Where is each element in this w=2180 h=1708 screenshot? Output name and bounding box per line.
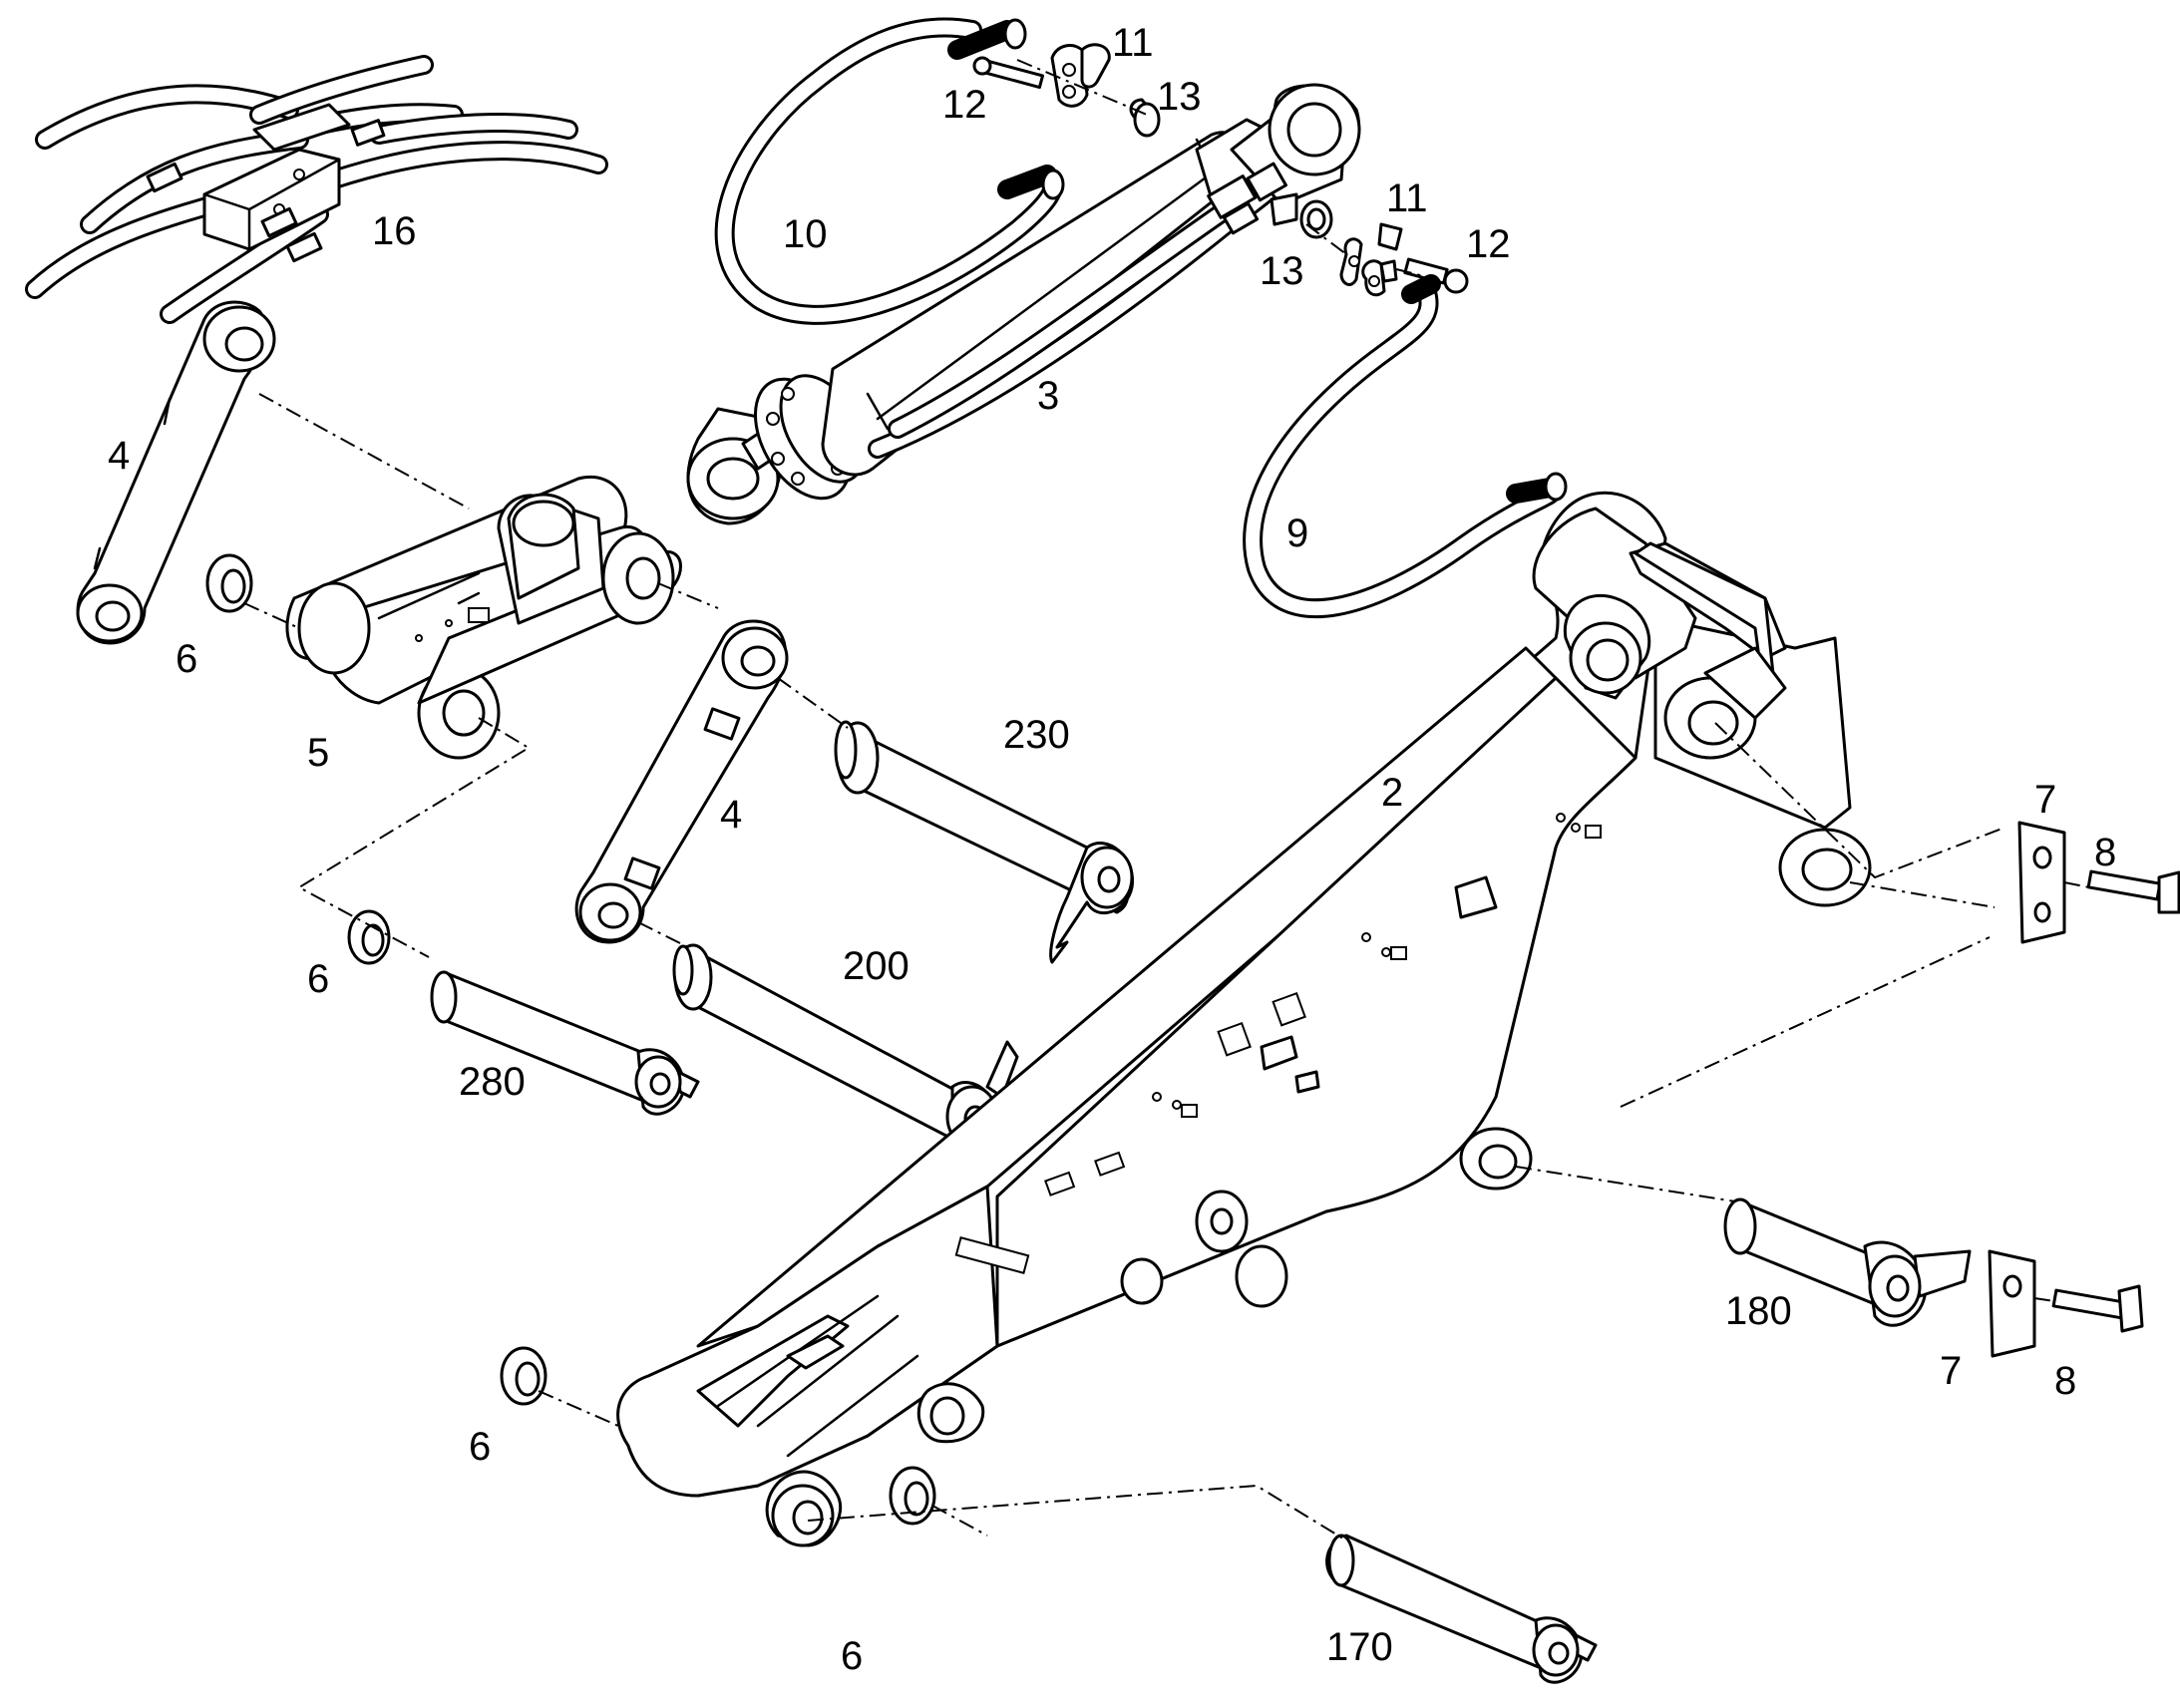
link-4-middle: [574, 619, 789, 944]
label-200: 200: [843, 944, 909, 988]
label-230: 230: [1003, 713, 1070, 757]
label-6-boom: 6: [469, 1425, 491, 1469]
label-280: 280: [459, 1060, 526, 1104]
label-2: 2: [1381, 771, 1403, 815]
label-6-foot: 6: [841, 1634, 863, 1678]
fitting-set-upper: [972, 43, 1161, 138]
label-4-middle: 4: [720, 793, 742, 837]
pin-180: [1723, 1197, 1972, 1327]
bolt-8-upper: [2086, 869, 2180, 914]
label-11-lower: 11: [1386, 176, 1428, 220]
label-12-lower: 12: [1466, 222, 1511, 266]
pin-170: [1325, 1534, 1598, 1684]
label-11-upper: 11: [1112, 21, 1154, 65]
plate-7-upper: [2017, 821, 2066, 944]
label-180: 180: [1725, 1289, 1792, 1333]
label-9: 9: [1286, 512, 1308, 555]
callout-labels: 16 11 12 13 10 11 12 13 3 9 4 6 5 230 4 …: [108, 21, 2116, 1678]
label-13-upper: 13: [1157, 75, 1202, 119]
label-3: 3: [1037, 374, 1059, 418]
label-13-lower: 13: [1260, 249, 1304, 293]
label-4-left: 4: [108, 434, 130, 478]
label-170: 170: [1326, 1625, 1393, 1669]
yoke-5: [285, 476, 682, 760]
label-16: 16: [372, 209, 417, 253]
label-8-lower: 8: [2054, 1359, 2076, 1403]
plate-7-lower: [1988, 1249, 2036, 1358]
hose-9: [1243, 274, 1568, 619]
valve-block-assembly: [25, 55, 608, 324]
washers-6: [205, 553, 936, 1526]
label-7-upper: 7: [2034, 778, 2056, 822]
link-4-left: [76, 300, 276, 645]
bolt-8-lower: [2051, 1284, 2144, 1333]
hose-10: [714, 17, 1065, 325]
pin-230: [834, 720, 1134, 964]
label-5: 5: [307, 731, 329, 775]
label-10: 10: [783, 212, 828, 256]
label-6-left: 6: [176, 637, 197, 681]
boom-2: [616, 491, 1872, 1547]
label-8-upper: 8: [2094, 831, 2116, 874]
hydraulic-cylinder-3: [686, 83, 1361, 525]
assembly-leader-lines: [243, 59, 2090, 1541]
label-7-lower: 7: [1940, 1349, 1962, 1393]
label-6-mid: 6: [307, 957, 329, 1001]
pin-280: [430, 970, 700, 1116]
label-12-upper: 12: [942, 83, 987, 127]
fitting-set-lower: [1339, 222, 1469, 297]
